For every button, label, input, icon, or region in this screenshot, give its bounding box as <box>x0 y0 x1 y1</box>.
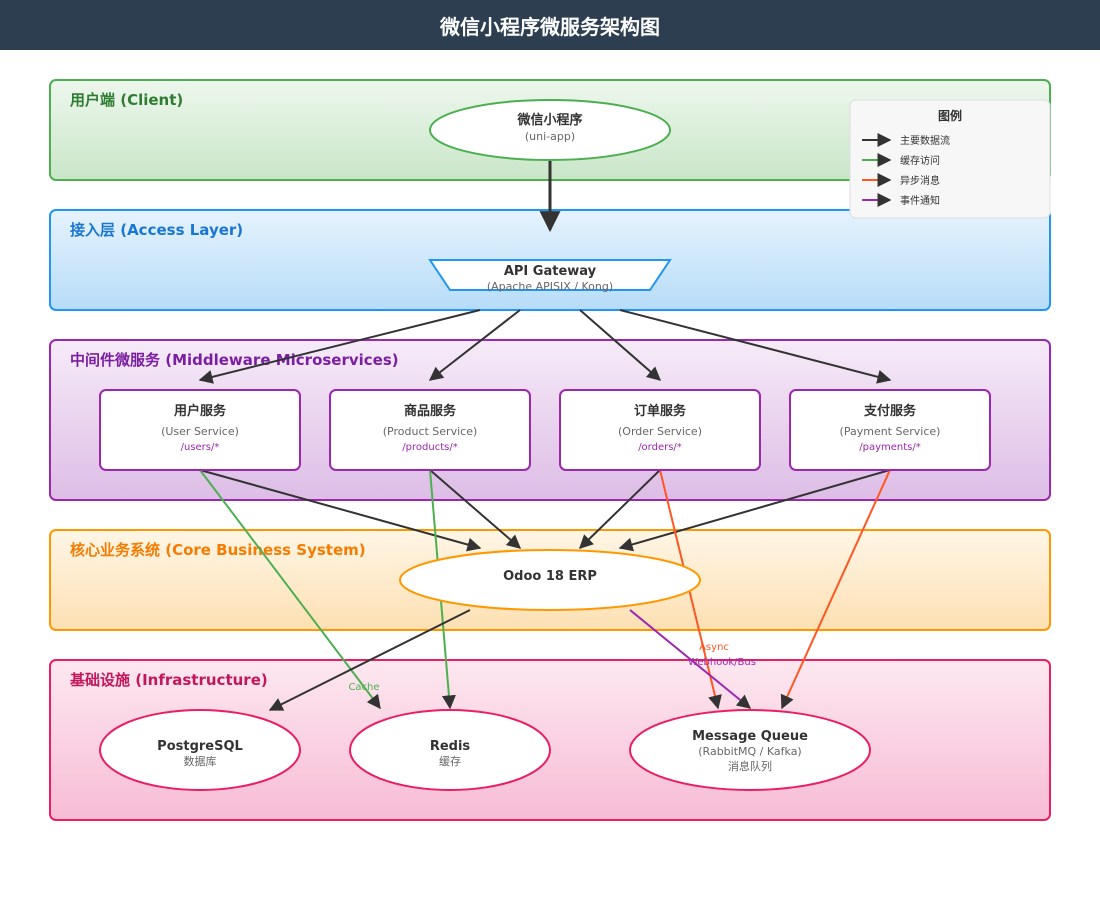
legend-item-cache: 缓存访问 <box>862 153 940 167</box>
layer-infra-title: 基础设施 (Infrastructure) <box>69 671 268 689</box>
node-odoo-title: Odoo 18 ERP <box>503 569 597 584</box>
node-order-service-path: /orders/* <box>638 442 682 453</box>
edge-label-async: Async <box>699 642 729 653</box>
node-postgres-title: PostgreSQL <box>157 739 243 754</box>
legend-item-async: 异步消息 <box>862 173 940 187</box>
node-payment-service-title: 支付服务 <box>863 403 917 419</box>
node-order-service-sub: (Order Service) <box>618 425 702 438</box>
node-payment-service: 支付服务 (Payment Service) /payments/* <box>789 389 991 471</box>
node-payment-service-path: /payments/* <box>859 442 921 453</box>
node-product-service: 商品服务 (Product Service) /products/* <box>329 389 531 471</box>
node-redis: Redis 缓存 <box>349 709 551 791</box>
node-redis-sub: 缓存 <box>439 754 461 768</box>
legend-title: 图例 <box>938 108 962 123</box>
node-gateway-title: API Gateway <box>504 264 597 279</box>
node-miniprogram: 微信小程序 (uni-app) <box>429 99 671 161</box>
legend-label-event: 事件通知 <box>900 194 940 207</box>
layer-core-title: 核心业务系统 (Core Business System) <box>70 541 366 559</box>
node-mq-sub2: 消息队列 <box>728 759 772 773</box>
edge-gateway-order <box>579 309 662 381</box>
node-user-service-sub: (User Service) <box>161 425 239 438</box>
edge-user-odoo <box>199 469 482 552</box>
node-odoo: Odoo 18 ERP <box>399 549 701 611</box>
node-gateway-sub: (Apache APISIX / Kong) <box>487 280 613 293</box>
legend-label-main-flow: 主要数据流 <box>900 134 950 147</box>
layer-client-title: 用户端 (Client) <box>70 91 183 109</box>
node-miniprogram-sub: (uni-app) <box>525 130 575 143</box>
node-product-service-sub: (Product Service) <box>383 425 478 438</box>
legend-item-main-flow: 主要数据流 <box>862 133 950 147</box>
node-product-service-title: 商品服务 <box>404 403 457 419</box>
legend-label-cache: 缓存访问 <box>900 154 940 167</box>
node-user-service: 用户服务 (User Service) /users/* <box>99 389 301 471</box>
node-redis-title: Redis <box>430 739 471 754</box>
node-postgres-sub: 数据库 <box>184 754 217 768</box>
layer-access-title: 接入层 (Access Layer) <box>70 221 243 239</box>
edge-label-cache: Cache <box>348 682 379 693</box>
node-gateway: API Gateway (Apache APISIX / Kong) <box>428 259 672 293</box>
node-postgres: PostgreSQL 数据库 <box>99 709 301 791</box>
node-order-service-title: 订单服务 <box>634 403 687 419</box>
edge-gateway-payment <box>619 309 892 384</box>
node-mq-sub: (RabbitMQ / Kafka) <box>698 745 801 758</box>
edge-odoo-postgres <box>268 609 471 711</box>
node-user-service-path: /users/* <box>181 442 220 453</box>
edge-label-webhook: Webhook/Bus <box>688 657 756 668</box>
legend: 图例 主要数据流 缓存访问 异步消息 事件通知 <box>849 99 1051 219</box>
edge-user-redis <box>199 469 381 710</box>
edge-gateway-user <box>198 309 481 384</box>
node-miniprogram-title: 微信小程序 <box>516 112 582 128</box>
edge-product-odoo <box>429 469 522 549</box>
layer-middleware-title: 中间件微服务 (Middleware Microservices) <box>70 351 399 369</box>
edge-order-odoo <box>578 469 661 549</box>
legend-item-event: 事件通知 <box>862 193 940 207</box>
node-mq-title: Message Queue <box>692 729 808 744</box>
edge-odoo-mq <box>629 609 752 709</box>
node-order-service: 订单服务 (Order Service) /orders/* <box>559 389 761 471</box>
edges <box>198 160 892 711</box>
node-mq: Message Queue (RabbitMQ / Kafka) 消息队列 <box>629 709 871 791</box>
edge-payment-odoo <box>618 469 891 552</box>
node-payment-service-sub: (Payment Service) <box>840 425 941 438</box>
node-product-service-path: /products/* <box>402 442 457 453</box>
edge-gateway-product <box>428 309 521 381</box>
node-user-service-title: 用户服务 <box>173 403 227 419</box>
legend-label-async: 异步消息 <box>900 174 940 187</box>
edge-payment-mq <box>780 469 891 710</box>
page-title: 微信小程序微服务架构图 <box>0 0 1100 50</box>
